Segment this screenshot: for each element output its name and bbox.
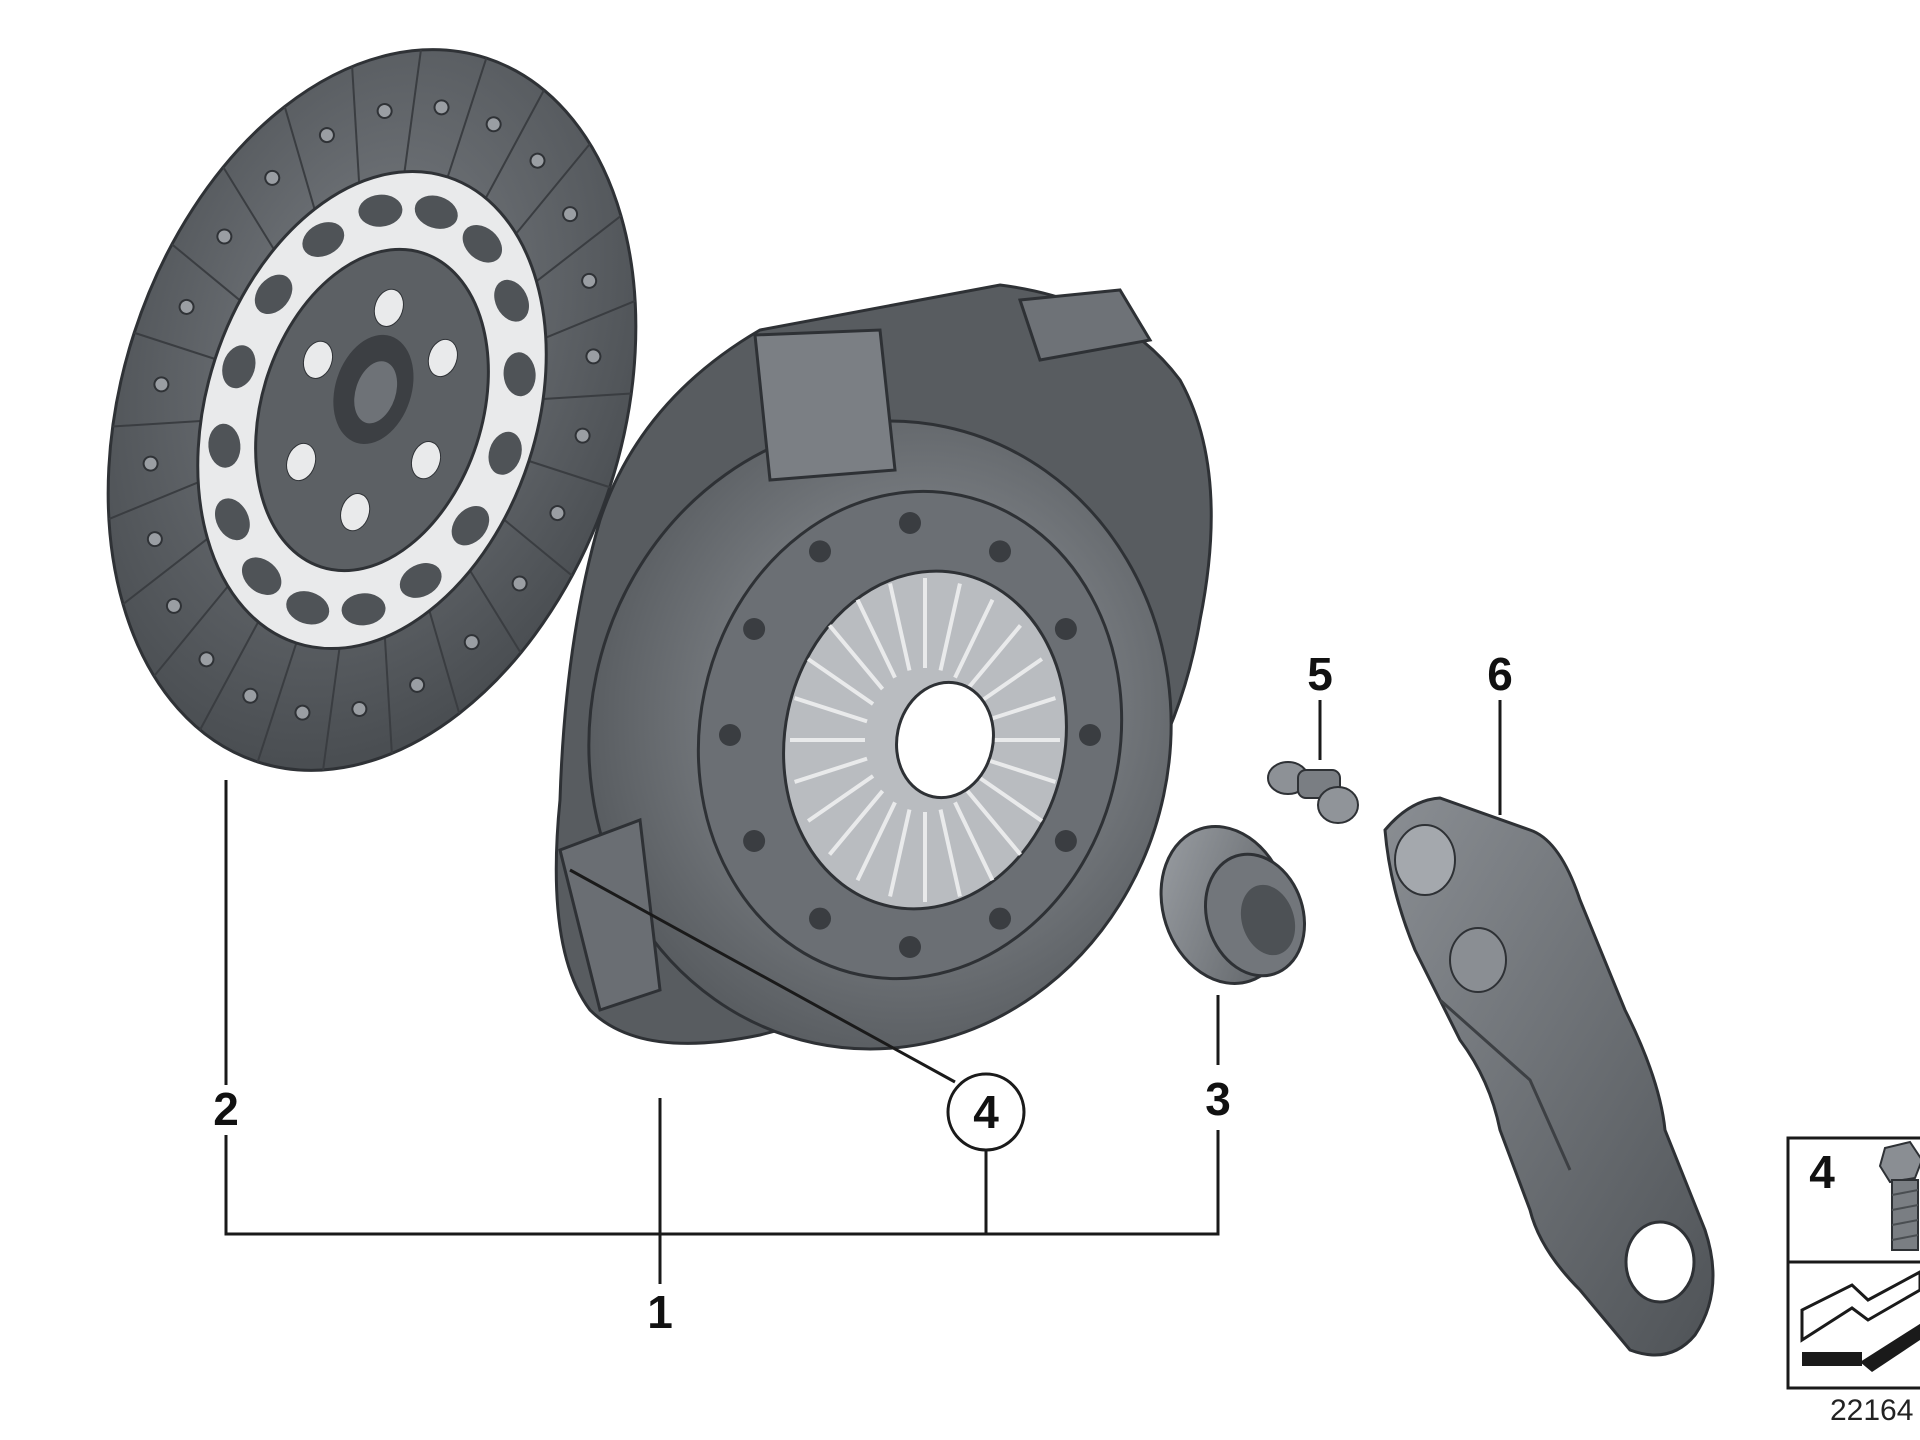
- leader-4-to-bolt: [569, 868, 956, 1084]
- legend-box: 4: [1786, 1136, 1920, 1390]
- callout-2: 2: [213, 1083, 239, 1135]
- bolt-icon: [1878, 1140, 1920, 1251]
- bracket: [224, 1130, 1220, 1236]
- callout-4-circle: [946, 1072, 1026, 1152]
- callout-6: 6: [1487, 648, 1513, 700]
- callout-3: 3: [1205, 1073, 1231, 1125]
- clutch-disc-drawing: [106, 48, 638, 772]
- release-lever-drawing: [1383, 796, 1715, 1357]
- release-bearing-drawing: [1159, 825, 1307, 985]
- guide-stud-drawing: [1267, 761, 1359, 824]
- leader-lines: [224, 700, 1502, 1284]
- callout-5: 5: [1307, 648, 1333, 700]
- pressure-plate-drawing: [554, 283, 1213, 1051]
- legend-number: 4: [1809, 1146, 1835, 1198]
- callout-1: 1: [647, 1286, 673, 1338]
- callout-4: 4: [973, 1086, 999, 1138]
- navigation-arrow-icon: [1800, 1270, 1920, 1372]
- document-number: 22164: [1830, 1394, 1913, 1427]
